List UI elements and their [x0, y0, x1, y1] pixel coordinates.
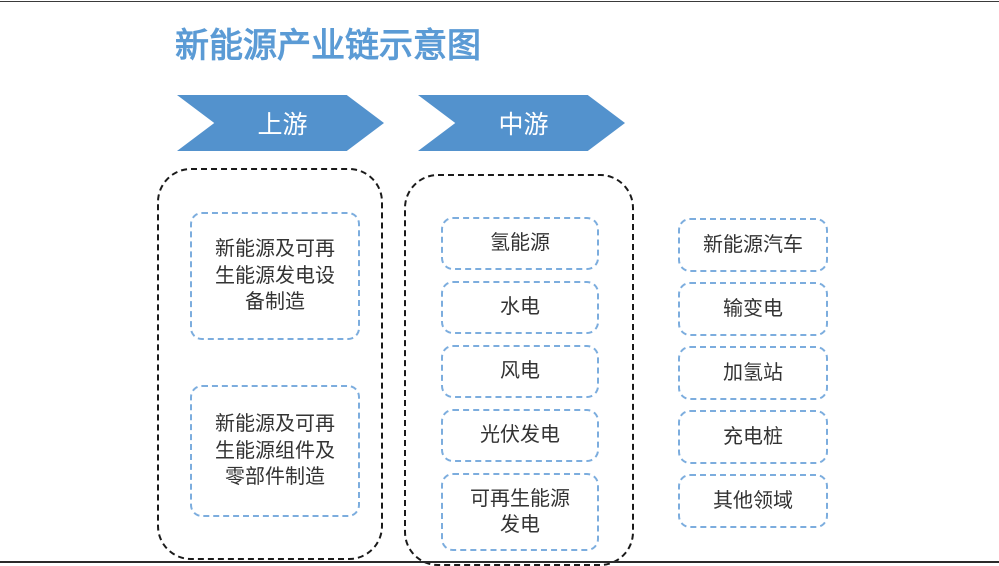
item-box-downstream-2[interactable]: 加氢站 — [678, 346, 828, 400]
group-container-midstream — [404, 174, 634, 566]
item-box-downstream-0[interactable]: 新能源汽车 — [678, 218, 828, 272]
item-box-downstream-4[interactable]: 其他领域 — [678, 474, 828, 528]
stage-banner-upstream[interactable]: 上游 — [177, 95, 384, 151]
stage-banner-midstream[interactable]: 中游 — [418, 95, 625, 151]
slide-top-rule — [0, 1, 999, 2]
slide-bottom-rule — [0, 561, 999, 563]
item-box-midstream-1[interactable]: 水电 — [441, 281, 599, 334]
stage-banner-midstream-label: 中游 — [498, 111, 549, 139]
item-box-downstream-3[interactable]: 充电桩 — [678, 410, 828, 464]
stage-banner-upstream-label: 上游 — [257, 111, 308, 139]
item-box-midstream-2[interactable]: 风电 — [441, 345, 599, 398]
item-box-midstream-0[interactable]: 氢能源 — [441, 217, 599, 270]
page-title: 新能源产业链示意图 — [175, 27, 481, 65]
item-box-upstream-1[interactable]: 新能源及可再 生能源组件及 零部件制造 — [190, 385, 360, 517]
item-box-downstream-1[interactable]: 输变电 — [678, 282, 828, 336]
item-box-midstream-3[interactable]: 光伏发电 — [441, 409, 599, 462]
group-container-upstream — [157, 168, 383, 560]
item-box-upstream-0[interactable]: 新能源及可再 生能源发电设 备制造 — [190, 212, 360, 340]
item-box-midstream-4[interactable]: 可再生能源 发电 — [441, 473, 599, 551]
